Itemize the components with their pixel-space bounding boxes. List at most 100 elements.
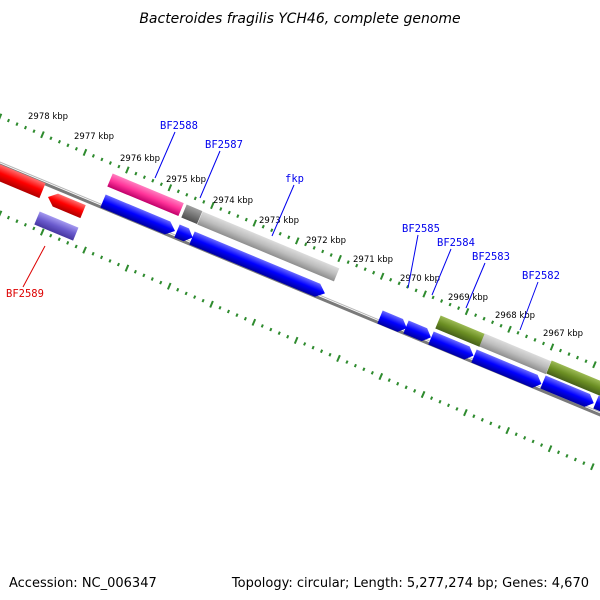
minor-tick (235, 313, 239, 317)
gene-label-bf2584[interactable]: BF2584 (437, 237, 475, 249)
lower-strand-genes (34, 194, 600, 417)
scale-label: 2967 kbp (543, 329, 583, 339)
gene-olive[interactable] (546, 360, 600, 401)
gene-blue[interactable] (593, 395, 600, 417)
minor-tick (74, 244, 78, 249)
gene-blue[interactable] (377, 310, 409, 335)
minor-tick (541, 341, 546, 346)
minor-tick (497, 425, 501, 429)
minor-tick (193, 196, 197, 201)
minor-tick (6, 215, 11, 220)
minor-tick (362, 367, 366, 372)
gene-blue[interactable] (471, 349, 544, 391)
major-tick (294, 237, 300, 245)
minor-tick (429, 396, 434, 401)
major-tick (125, 166, 130, 174)
scale-label: 2973 kbp (259, 216, 299, 226)
minor-tick (57, 237, 61, 242)
minor-tick (474, 313, 478, 317)
minor-tick (219, 207, 223, 211)
major-tick (378, 372, 384, 381)
gene-label-bf2585[interactable]: BF2585 (402, 223, 440, 235)
scale-label: 2968 kbp (495, 311, 535, 321)
minor-tick (32, 129, 36, 133)
major-tick (0, 113, 3, 120)
gene-label-bf2589[interactable]: BF2589 (6, 288, 44, 300)
upper-strand-genes (0, 157, 600, 401)
minor-tick (193, 295, 197, 299)
minor-tick (489, 421, 493, 426)
major-tick (420, 390, 426, 399)
major-tick (464, 308, 470, 316)
scale-label: 2972 kbp (306, 236, 346, 246)
minor-tick (261, 224, 265, 229)
gene-label-bf2582[interactable]: BF2582 (522, 270, 560, 282)
accession-text: Accession: NC_006347 (9, 576, 157, 591)
minor-tick (584, 359, 588, 363)
gene-olive[interactable] (435, 315, 486, 347)
gene-label-bf2587[interactable]: BF2587 (205, 139, 243, 151)
scale-label: 2975 kbp (166, 175, 206, 185)
minor-tick (269, 327, 273, 332)
gene-purple[interactable] (34, 211, 79, 241)
minor-tick (108, 259, 112, 263)
gene-blue[interactable] (540, 375, 596, 410)
minor-tick (480, 417, 484, 422)
major-tick (82, 148, 88, 156)
gene-labels: BF2588 BF2587 fkp BF2585 BF2584 BF2583 B… (6, 120, 560, 300)
minor-tick (243, 316, 247, 321)
gene-blue[interactable] (403, 320, 433, 344)
minor-tick (455, 407, 459, 411)
minor-tick (57, 139, 62, 144)
scale-label: 2978 kbp (28, 112, 68, 122)
minor-tick (270, 228, 274, 233)
gene-red[interactable] (45, 191, 86, 219)
major-tick (336, 354, 341, 363)
gene-pink[interactable] (107, 173, 184, 217)
minor-tick (516, 331, 520, 335)
minor-tick (150, 277, 154, 281)
major-tick (379, 272, 385, 280)
major-tick (166, 282, 172, 290)
scale-labels: 2978 kbp 2977 kbp 2976 kbp 2975 kbp 2974… (28, 112, 583, 339)
minor-tick (499, 323, 503, 328)
major-tick (463, 408, 468, 417)
major-tick (209, 300, 214, 308)
minor-tick (227, 210, 231, 215)
outer-scale-track (0, 113, 597, 369)
minor-tick (15, 219, 19, 224)
gene-blue[interactable] (174, 224, 195, 244)
minor-tick (260, 324, 264, 328)
gene-gray[interactable] (479, 333, 552, 375)
minor-tick (133, 269, 137, 274)
minor-tick (353, 363, 357, 368)
gene-blue[interactable] (100, 194, 177, 238)
minor-tick (142, 175, 146, 179)
minor-tick (440, 299, 444, 303)
major-tick (422, 290, 427, 298)
gene-label-bf2583[interactable]: BF2583 (472, 251, 510, 263)
minor-tick (397, 281, 401, 286)
minor-tick (108, 161, 112, 165)
gene-blue[interactable] (428, 331, 476, 363)
minor-tick (6, 118, 11, 123)
gene-label-fkp[interactable]: fkp (285, 173, 304, 185)
minor-tick (134, 171, 138, 176)
minor-tick (387, 378, 391, 382)
major-tick (124, 264, 130, 272)
inner-scale-track (0, 210, 595, 471)
gene-red[interactable] (0, 157, 46, 199)
gene-blue[interactable] (189, 231, 327, 300)
minor-tick (531, 439, 535, 444)
minor-tick (514, 432, 518, 437)
minor-tick (66, 241, 70, 245)
minor-tick (524, 334, 529, 339)
minor-tick (396, 381, 400, 386)
minor-tick (15, 122, 19, 126)
gene-gray[interactable] (197, 211, 340, 282)
minor-tick (49, 136, 53, 141)
gene-dark-gray[interactable] (181, 204, 203, 224)
gene-label-bf2588[interactable]: BF2588 (160, 120, 198, 132)
minor-tick (176, 287, 180, 292)
